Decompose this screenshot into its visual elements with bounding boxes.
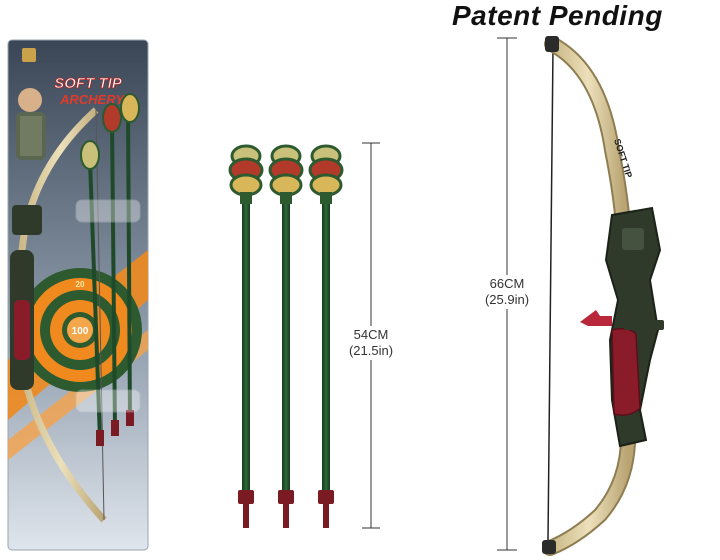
package-logo-badge bbox=[22, 48, 36, 62]
arrow-2 bbox=[268, 144, 304, 528]
archer-figure bbox=[16, 88, 46, 160]
arrow-set bbox=[228, 144, 344, 528]
lower-limb bbox=[544, 424, 635, 554]
arrow-length-imperial: (21.5in) bbox=[348, 343, 394, 358]
arrow-length-metric: 54CM bbox=[353, 327, 389, 342]
patent-pending-headline: Patent Pending bbox=[452, 0, 663, 31]
retail-package: SOFT TIP ARCHERY 100 20 bbox=[7, 39, 149, 551]
target-ring-score: 20 bbox=[76, 280, 85, 289]
arrow-3-soft-tip bbox=[308, 144, 344, 204]
arrow-1 bbox=[228, 144, 264, 528]
bow-length-imperial: (25.9in) bbox=[484, 292, 530, 307]
package-blister bbox=[75, 199, 141, 223]
package-target: 100 20 bbox=[18, 268, 142, 392]
package-bow bbox=[10, 107, 107, 523]
arrow-1-soft-tip bbox=[228, 144, 264, 204]
package-blister-lower bbox=[75, 389, 141, 413]
bow-length-label: 66CM (25.9in) bbox=[472, 275, 542, 309]
arrow-3 bbox=[308, 144, 344, 528]
bow-length-metric: 66CM bbox=[489, 276, 525, 291]
upper-limb-tip bbox=[545, 36, 559, 52]
package-title-line1: SOFT TIP bbox=[54, 75, 122, 92]
riser-window bbox=[622, 228, 644, 250]
arrow-rest bbox=[580, 310, 612, 326]
bow-grip bbox=[611, 327, 641, 416]
target-center-score: 100 bbox=[72, 326, 89, 337]
riser-shelf bbox=[624, 320, 664, 330]
arrow-length-label: 54CM (21.5in) bbox=[340, 326, 402, 360]
recurve-bow: SOFT TIP bbox=[542, 36, 664, 556]
lower-limb-tip bbox=[542, 540, 556, 554]
package-title-line2: ARCHERY bbox=[59, 92, 125, 107]
arrow-2-soft-tip bbox=[268, 144, 304, 204]
bowstring bbox=[547, 47, 554, 541]
package-arrows bbox=[80, 93, 140, 446]
upper-limb bbox=[546, 38, 630, 246]
